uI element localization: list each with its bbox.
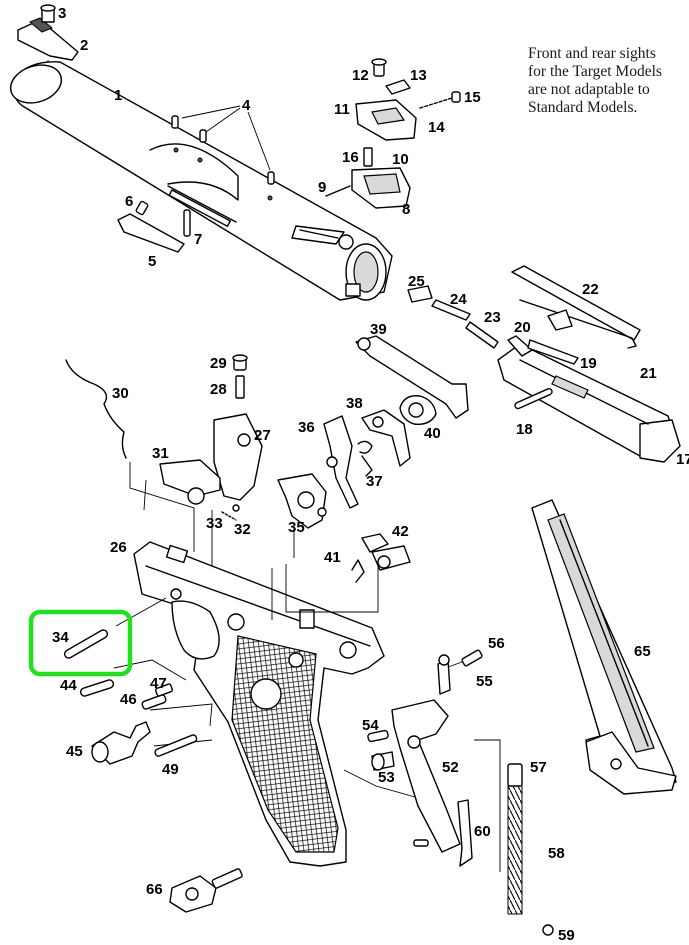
bolt-assembly [407,265,681,463]
assembly-leader-lines [113,462,501,872]
note-line: for the Target Models [528,63,662,80]
part-label: 1 [114,87,122,104]
part-label: 5 [148,253,156,270]
part-label: 20 [514,319,531,336]
part-label: 10 [392,151,409,168]
part-label: 52 [442,759,459,776]
barrel-receiver [9,61,393,301]
parts-41-42 [351,533,411,583]
part-label: 38 [346,395,363,412]
part-labels: 3 2 1 4 6 7 5 12 13 11 14 15 16 10 9 8 2… [52,5,689,944]
part-label: 6 [125,193,133,210]
part-label: 11 [334,101,350,118]
part-label: 28 [210,381,227,398]
part-label: 27 [254,427,271,444]
part-label: 60 [474,823,491,840]
part-label: 65 [634,643,651,660]
part-label: 46 [120,691,137,708]
part-label: 39 [370,321,387,338]
part-label: 35 [288,519,305,536]
front-sight-assembly [17,4,79,72]
part-label: 4 [242,97,251,114]
magazine [531,499,677,795]
part-label: 31 [152,445,169,462]
part-label: 59 [558,927,575,944]
rear-sight-assembly [325,58,461,209]
note-line: are not adaptable to [528,81,650,98]
part-label: 29 [210,355,227,372]
key [169,868,243,913]
part-label: 12 [352,67,369,84]
part-label: 9 [318,179,326,196]
note-line: Front and rear sights [528,45,656,62]
part-label: 45 [66,743,83,760]
part-label: 54 [362,717,379,734]
note-line: Standard Models. [528,99,637,116]
part-label: 8 [402,201,410,218]
mainspring-wire [65,359,127,459]
part-label: 56 [488,635,505,652]
part-label: 33 [206,515,223,532]
part-label: 30 [112,385,129,402]
part-label: 21 [640,365,657,382]
frame-grip [133,541,385,867]
part-label: 23 [484,309,501,326]
part-label: 57 [530,759,547,776]
part-label: 26 [110,539,127,556]
part-label: 41 [324,549,341,566]
parts-5-6-7 [117,200,191,253]
part-label: 22 [582,281,599,298]
part-label: 49 [162,761,179,778]
part-label: 58 [548,845,565,862]
trigger-group [367,649,554,936]
sight-pins [171,105,275,185]
part-label: 3 [58,5,66,22]
highlighted-part-label: 34 [52,629,69,646]
part-label: 44 [60,677,77,694]
highlight-box [28,609,133,677]
part-label: 7 [194,231,202,248]
part-label: 42 [392,523,409,540]
part-label: 18 [516,421,533,438]
parts-38-39-40 [355,335,469,467]
part-label: 2 [80,37,88,54]
part-label: 32 [234,521,251,538]
parts-34-49 [63,629,198,765]
part-label: 25 [408,273,425,290]
part-label: 24 [450,291,467,308]
compatibility-note: Front and rear sights for the Target Mod… [528,45,662,116]
part-label: 55 [476,673,493,690]
part-label: 66 [146,881,163,898]
part-label: 19 [580,355,597,372]
part-label: 36 [298,419,315,436]
part-label: 15 [464,89,481,106]
parts-27-33 [159,354,263,521]
part-label: 37 [366,473,383,490]
part-label: 47 [150,675,167,692]
parts-35-36-37 [277,415,373,529]
part-label: 16 [342,149,359,166]
part-label: 40 [424,425,441,442]
part-label: 17 [676,451,689,468]
part-label: 14 [428,119,445,136]
part-label: 13 [410,67,427,84]
part-label: 53 [378,769,395,786]
